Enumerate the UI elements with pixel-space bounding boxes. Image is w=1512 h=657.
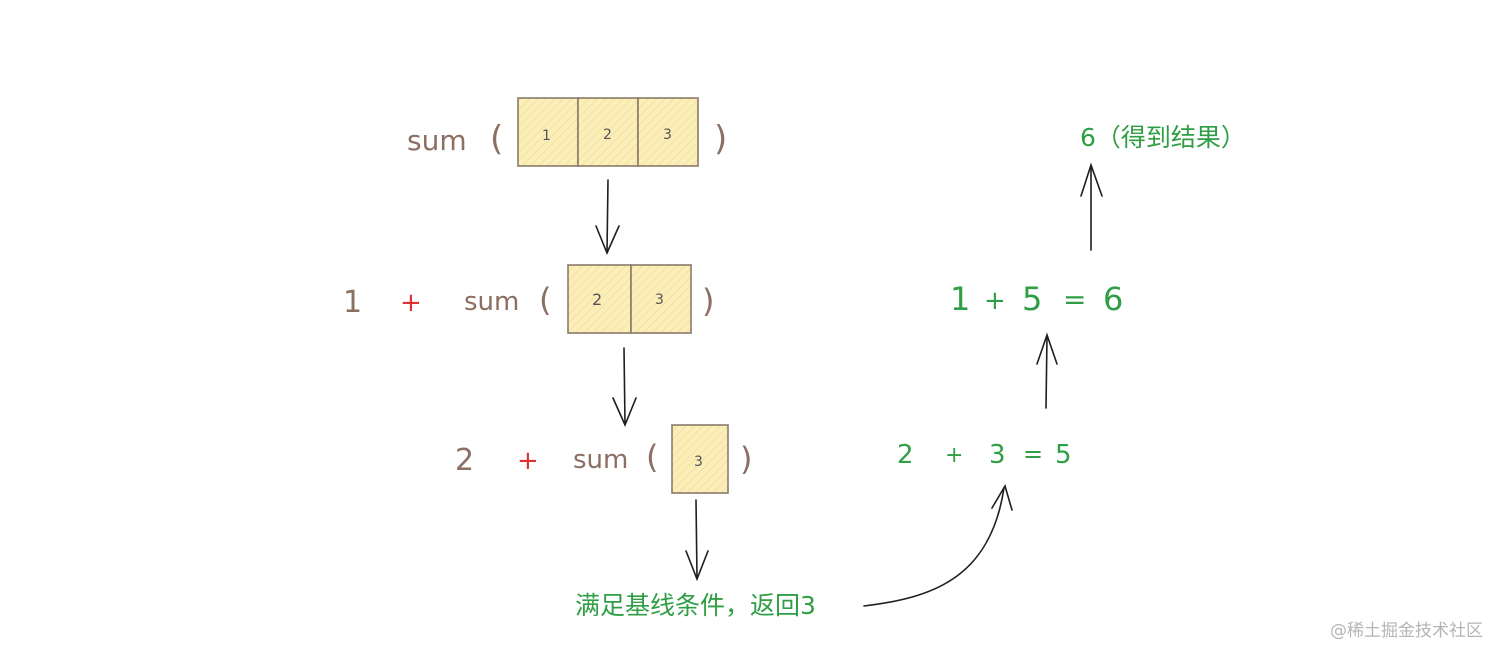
bottom-eq-plus: +: [945, 443, 963, 468]
down-arrow-icon: [595, 179, 620, 256]
middle-eq-plus: +: [984, 286, 1006, 316]
row1-array: 1 2 3: [517, 97, 699, 167]
bottom-eq-result: 5: [1055, 440, 1072, 470]
row3-cell: [671, 424, 729, 494]
watermark: @稀土掘金技术社区: [1330, 621, 1483, 641]
row1-open-paren: (: [490, 119, 503, 159]
row3-close-paren: ): [740, 440, 752, 478]
middle-equation: 1 + 5 = 6: [950, 280, 1123, 318]
bottom-eq-a: 2: [897, 440, 914, 470]
row2-number: 1: [343, 285, 362, 320]
row3-number: 2: [455, 443, 474, 478]
row3-plus: +: [517, 446, 539, 476]
bottom-equation: 2 + 3 = 5: [897, 440, 1072, 470]
row2-cell: [630, 264, 692, 334]
row3-cell-value: 3: [694, 454, 703, 470]
middle-eq-equals: =: [1063, 283, 1086, 316]
up-arrow-icon: [1080, 162, 1103, 251]
base-case-label: 满足基线条件，返回3: [575, 591, 816, 620]
bottom-eq-equals: =: [1023, 440, 1043, 468]
row2-cell-value: 3: [655, 292, 664, 308]
row1-close-paren: ): [714, 119, 727, 159]
middle-eq-a: 1: [950, 280, 970, 318]
middle-eq-b: 5: [1022, 280, 1042, 318]
row3-array: 3: [671, 424, 729, 494]
row1-cell: [577, 97, 639, 167]
up-arrow-icon: [1036, 332, 1058, 409]
row2-close-paren: ): [702, 282, 714, 320]
row2-function-label: sum: [464, 287, 519, 317]
curved-arrow-icon: [863, 484, 1013, 607]
row2-array: 2 3: [567, 264, 692, 334]
row2-cell-value: 2: [592, 290, 602, 309]
row3-function-label: sum: [573, 445, 628, 475]
row2-plus: +: [400, 288, 422, 318]
row1-cell-value: 2: [603, 127, 612, 143]
bottom-eq-b: 3: [989, 440, 1006, 470]
down-arrow-icon: [612, 347, 637, 428]
middle-eq-result: 6: [1103, 280, 1123, 318]
row1-function-label: sum: [407, 124, 467, 157]
row2-open-paren: (: [539, 281, 551, 319]
row1-cell-value: 1: [542, 128, 551, 144]
final-result-label: 6（得到结果）: [1080, 123, 1246, 152]
row1-cell: [637, 97, 699, 167]
row1-cell: [517, 97, 579, 167]
row3-open-paren: (: [646, 438, 658, 476]
row1-cell-value: 3: [663, 127, 672, 143]
down-arrow-icon: [685, 499, 709, 582]
